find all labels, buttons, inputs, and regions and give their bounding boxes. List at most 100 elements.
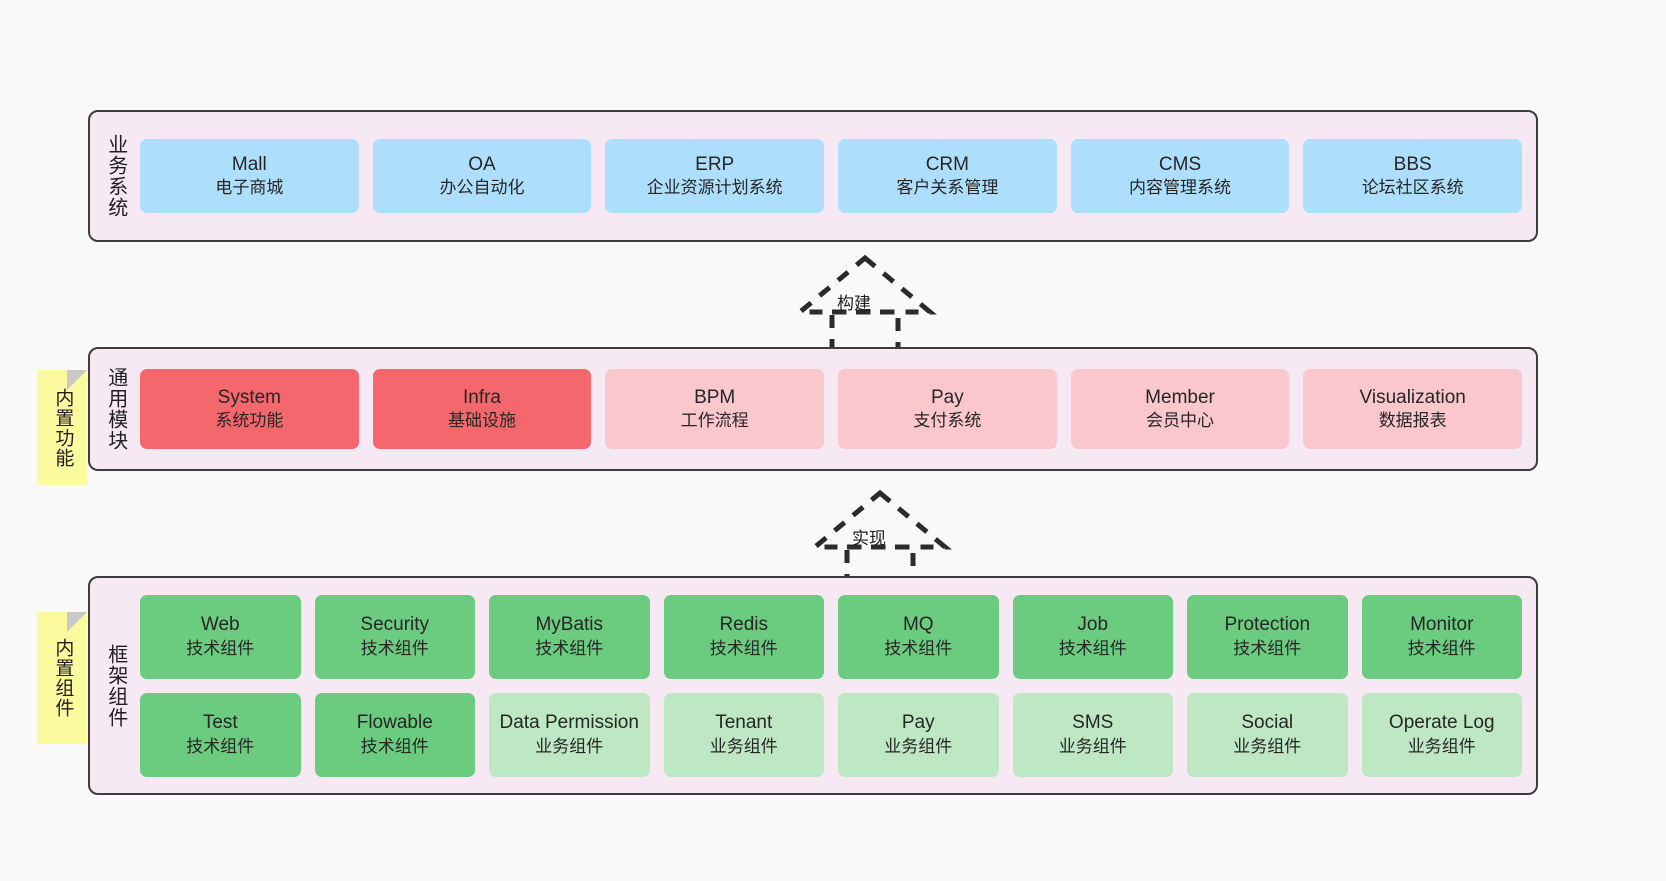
card-title: MQ (902, 614, 934, 636)
card-row: Web 技术组件 Security 技术组件 MyBatis 技术组件 Redi… (140, 594, 1522, 679)
card-system[interactable]: System 系统功能 (140, 369, 359, 449)
card-subtitle: 技术组件 (360, 736, 429, 756)
arrow-shaft-outline (844, 544, 916, 588)
card-subtitle: 业务组件 (884, 736, 953, 756)
layer-body-business-system: Mall 电子商城 OA 办公自动化 ERP 企业资源计划系统 CRM 客户关系… (140, 112, 1536, 240)
card-title: Operate Log (1388, 712, 1495, 734)
card-subtitle: 业务组件 (1233, 736, 1302, 756)
card-title: OA (468, 153, 496, 175)
card-bpm[interactable]: BPM 工作流程 (605, 369, 825, 449)
card-tenant[interactable]: Tenant 业务组件 (663, 692, 824, 777)
card-title: BPM (694, 386, 736, 408)
card-infra[interactable]: Infra 基础设施 (372, 369, 592, 449)
card-mall[interactable]: Mall 电子商城 (140, 139, 359, 213)
card-subtitle: 电子商城 (215, 178, 284, 198)
card-subtitle: 内容管理系统 (1129, 178, 1232, 198)
card-subtitle: 业务组件 (709, 736, 778, 756)
connector-build: 构建 (793, 254, 937, 353)
card-test[interactable]: Test 技术组件 (140, 692, 301, 777)
card-subtitle: 系统功能 (215, 411, 284, 431)
card-subtitle: 工作流程 (680, 411, 749, 431)
layer-framework-component: 框架组件 Web 技术组件 Security 技术组件 MyBatis 技术组件… (88, 576, 1538, 795)
card-title: Security (360, 614, 430, 636)
card-title: Tenant (715, 712, 773, 734)
card-subtitle: 论坛社区系统 (1361, 178, 1464, 198)
card-title: Member (1145, 386, 1215, 408)
card-subtitle: 办公自动化 (439, 178, 525, 198)
card-title: Pay (930, 386, 964, 408)
card-title: CRM (925, 153, 969, 175)
card-subtitle: 技术组件 (709, 638, 778, 658)
card-sms[interactable]: SMS 业务组件 (1012, 692, 1173, 777)
note-text: 内置功能 (52, 387, 74, 468)
card-mybatis[interactable]: MyBatis 技术组件 (489, 594, 650, 679)
card-bbs[interactable]: BBS 论坛社区系统 (1303, 139, 1523, 213)
card-job[interactable]: Job 技术组件 (1012, 594, 1173, 679)
card-title: Data Permission (499, 712, 639, 734)
card-title: Flowable (356, 712, 433, 734)
card-subtitle: 业务组件 (1058, 736, 1127, 756)
card-social[interactable]: Social 业务组件 (1187, 692, 1348, 777)
card-subtitle: 技术组件 (535, 638, 604, 658)
card-subtitle: 技术组件 (186, 638, 255, 658)
card-subtitle: 基础设施 (448, 411, 516, 431)
card-title: Test (202, 712, 238, 734)
card-title: Protection (1224, 614, 1311, 636)
card-visualization[interactable]: Visualization 数据报表 (1303, 369, 1523, 449)
card-title: Job (1077, 614, 1109, 636)
card-row: Test 技术组件 Flowable 技术组件 Data Permission … (140, 692, 1522, 777)
card-data-permission[interactable]: Data Permission 业务组件 (489, 692, 650, 777)
card-subtitle: 技术组件 (1407, 638, 1476, 658)
card-title: BBS (1393, 153, 1432, 175)
card-crm[interactable]: CRM 客户关系管理 (838, 139, 1057, 213)
layer-title-common-module: 通用模块 (104, 367, 127, 451)
card-subtitle: 业务组件 (1407, 736, 1476, 756)
card-pay-component[interactable]: Pay 业务组件 (838, 692, 999, 777)
layer-title-business-system: 业务系统 (104, 134, 127, 218)
card-subtitle: 技术组件 (186, 736, 255, 756)
card-oa[interactable]: OA 办公自动化 (372, 139, 592, 213)
card-subtitle: 企业资源计划系统 (646, 178, 783, 198)
card-subtitle: 技术组件 (360, 638, 429, 658)
card-title: MyBatis (535, 614, 604, 636)
card-cms[interactable]: CMS 内容管理系统 (1070, 139, 1290, 213)
card-operate-log[interactable]: Operate Log 业务组件 (1361, 692, 1522, 777)
card-title: Redis (719, 614, 769, 636)
card-title: System (217, 386, 282, 408)
card-subtitle: 技术组件 (1233, 638, 1302, 658)
card-row: System 系统功能 Infra 基础设施 BPM 工作流程 Pay 支付系统… (140, 369, 1523, 449)
card-mq[interactable]: MQ 技术组件 (838, 594, 999, 679)
card-redis[interactable]: Redis 技术组件 (663, 594, 824, 679)
card-erp[interactable]: ERP 企业资源计划系统 (605, 139, 825, 213)
card-title: CMS (1158, 153, 1202, 175)
note-builtin-function: 内置功能 (37, 370, 87, 485)
card-flowable[interactable]: Flowable 技术组件 (314, 692, 475, 777)
card-title: Web (200, 614, 240, 636)
card-title: Social (1241, 712, 1294, 734)
note-text: 内置组件 (52, 638, 74, 718)
card-pay[interactable]: Pay 支付系统 (838, 369, 1057, 449)
card-monitor[interactable]: Monitor 技术组件 (1361, 594, 1522, 679)
card-subtitle: 技术组件 (884, 638, 953, 658)
layer-common-module: 通用模块 System 系统功能 Infra 基础设施 BPM 工作流程 Pay… (88, 347, 1538, 471)
card-row: Mall 电子商城 OA 办公自动化 ERP 企业资源计划系统 CRM 客户关系… (140, 139, 1523, 213)
layer-body-common-module: System 系统功能 Infra 基础设施 BPM 工作流程 Pay 支付系统… (140, 349, 1536, 469)
connector-label-implement: 实现 (852, 529, 886, 548)
card-member[interactable]: Member 会员中心 (1070, 369, 1290, 449)
card-subtitle: 数据报表 (1378, 411, 1447, 431)
card-title: SMS (1072, 712, 1114, 734)
card-security[interactable]: Security 技术组件 (314, 594, 475, 679)
card-title: Visualization (1359, 386, 1466, 408)
card-title: Mall (231, 153, 267, 175)
card-subtitle: 会员中心 (1146, 411, 1215, 431)
layer-title-framework-component: 框架组件 (104, 643, 127, 728)
card-subtitle: 业务组件 (535, 736, 604, 756)
card-subtitle: 客户关系管理 (896, 178, 999, 198)
connector-implement: 实现 (808, 489, 952, 588)
card-title: Infra (462, 386, 502, 408)
card-web[interactable]: Web 技术组件 (140, 594, 301, 679)
card-protection[interactable]: Protection 技术组件 (1187, 594, 1348, 679)
card-subtitle: 支付系统 (913, 411, 982, 431)
layer-business-system: 业务系统 Mall 电子商城 OA 办公自动化 ERP 企业资源计划系统 CRM… (88, 110, 1538, 242)
